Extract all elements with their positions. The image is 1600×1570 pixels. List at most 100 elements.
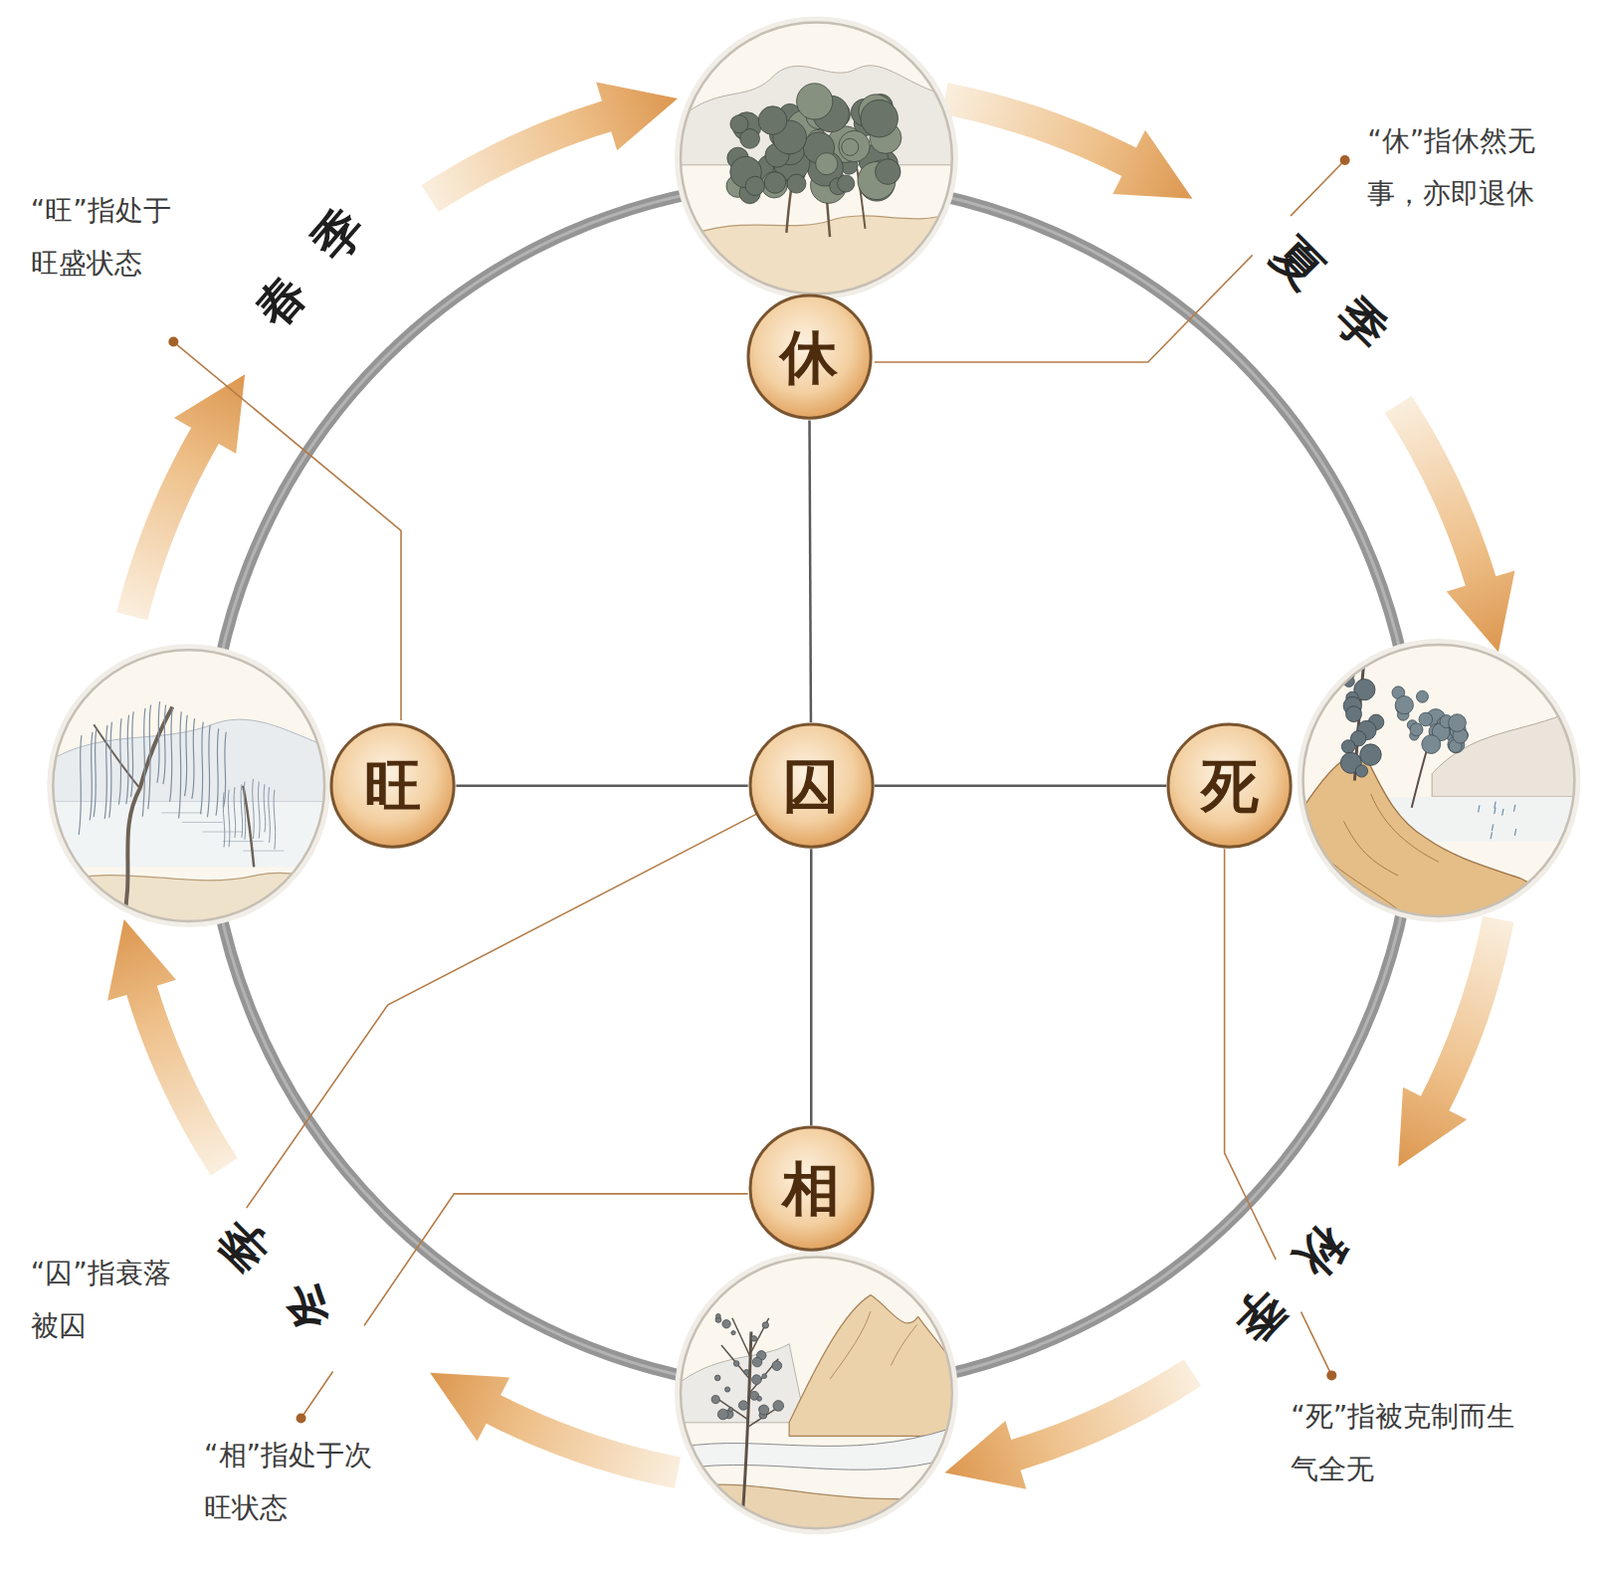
willow-strand bbox=[227, 790, 230, 848]
tree-leaf bbox=[752, 1375, 763, 1386]
leader-line bbox=[173, 342, 401, 721]
willow-strand bbox=[240, 784, 243, 838]
willow-strand bbox=[157, 701, 161, 784]
season-flow-arrow bbox=[420, 81, 678, 212]
label-anchor: “囚”指衰落 被囚 bbox=[30, 1246, 177, 1353]
tree-foliage bbox=[787, 174, 806, 194]
leader-line bbox=[301, 1194, 749, 1419]
season-flow-arrow bbox=[1398, 916, 1514, 1168]
tree-foliage bbox=[1346, 706, 1363, 723]
willow-strand bbox=[163, 704, 167, 785]
connector-line bbox=[874, 784, 1167, 788]
landscape-picture bbox=[46, 643, 331, 928]
tree-leaf bbox=[731, 1330, 736, 1335]
label-anchor: “死”指被克制而生 气全无 bbox=[1290, 1390, 1520, 1496]
tree-leaf bbox=[717, 1408, 729, 1420]
tree-leaf bbox=[711, 1396, 720, 1404]
picture-scale bbox=[1303, 644, 1576, 917]
picture-scale bbox=[52, 649, 325, 922]
tree-foliage bbox=[764, 172, 786, 194]
rain-dash bbox=[1513, 804, 1515, 812]
picture-content bbox=[680, 22, 953, 295]
willow-strand bbox=[179, 711, 183, 818]
phase-character: 囚 bbox=[782, 757, 840, 815]
willow-strand bbox=[206, 725, 210, 817]
picture-scale bbox=[680, 1256, 953, 1529]
picture-halo bbox=[674, 16, 959, 301]
picture-content bbox=[1303, 644, 1576, 917]
tree-leaf bbox=[733, 1361, 740, 1368]
season-flow-arrow bbox=[941, 82, 1193, 199]
season-flow-arrow bbox=[1385, 396, 1516, 653]
tree-foliage bbox=[1418, 712, 1433, 727]
picture-paper bbox=[1303, 644, 1576, 917]
rock-cliff bbox=[1303, 756, 1576, 917]
willow-strand bbox=[215, 728, 219, 815]
tree-leaf bbox=[715, 1313, 721, 1319]
tree-foliage bbox=[1415, 690, 1428, 703]
landscape-picture bbox=[674, 16, 959, 301]
landscape-picture bbox=[674, 1250, 959, 1535]
connector-line bbox=[809, 419, 811, 723]
picture-paper bbox=[52, 649, 325, 922]
distant-mountain bbox=[1431, 710, 1575, 798]
season-flow-arrow bbox=[107, 919, 238, 1177]
tree-leaf bbox=[738, 1400, 748, 1410]
willow-strand bbox=[130, 711, 134, 798]
label-anchor: “相”指处于次 旺状态 bbox=[203, 1428, 378, 1535]
circle-shape bbox=[1168, 724, 1291, 847]
distant-mountain bbox=[680, 65, 953, 166]
tree-foliage bbox=[1341, 658, 1354, 671]
tree-leaf bbox=[714, 1375, 721, 1382]
willow-strand bbox=[200, 722, 204, 815]
rain-dash bbox=[1490, 831, 1492, 839]
willow-strand bbox=[185, 715, 189, 797]
tree-foliage bbox=[758, 106, 788, 136]
river bbox=[680, 1427, 953, 1470]
picture-border bbox=[52, 649, 325, 922]
tree-foliage bbox=[1355, 765, 1368, 778]
phase-circle: 囚 bbox=[748, 722, 875, 849]
phase-circle: 休 bbox=[746, 293, 873, 420]
distant-hill bbox=[52, 719, 325, 802]
leader-dot bbox=[296, 1412, 307, 1423]
phase-circle: 旺 bbox=[329, 722, 456, 849]
connector-line bbox=[455, 784, 748, 788]
tree-foliage bbox=[838, 130, 870, 162]
willow-strand bbox=[170, 708, 174, 802]
circle-shape bbox=[750, 724, 873, 847]
willow-strand bbox=[233, 787, 236, 838]
willow-strand bbox=[89, 732, 93, 821]
rock-texture bbox=[1323, 794, 1439, 910]
rain-dash bbox=[1491, 823, 1493, 831]
tree-foliage bbox=[1341, 740, 1355, 754]
callout-note: “相”指处于次 旺状态 bbox=[203, 1428, 378, 1535]
willow-strand bbox=[118, 718, 122, 804]
rain-dash bbox=[1478, 804, 1480, 812]
tree-foliage bbox=[1409, 723, 1423, 737]
willow-strand bbox=[263, 784, 266, 832]
willow-strand bbox=[273, 790, 276, 850]
leader-dot bbox=[1326, 1370, 1337, 1381]
willow-strand bbox=[126, 715, 130, 804]
ground-bank bbox=[52, 872, 325, 922]
rain-dash bbox=[1502, 808, 1504, 816]
mountain-texture bbox=[829, 1311, 917, 1380]
willow-strand bbox=[192, 718, 196, 800]
callout-note: “旺”指处于 旺盛状态 bbox=[30, 184, 177, 290]
tree-foliage bbox=[797, 83, 833, 120]
willow-strand bbox=[142, 708, 146, 817]
picture-content bbox=[52, 649, 325, 922]
willow-strand bbox=[109, 722, 113, 818]
tree-foliage bbox=[1421, 735, 1441, 755]
tree-leaf bbox=[752, 1357, 763, 1368]
phase-character: 旺 bbox=[364, 757, 422, 815]
season-ring bbox=[206, 182, 1415, 1391]
willow-strand bbox=[104, 725, 108, 819]
callout-note: “死”指被克制而生 气全无 bbox=[1290, 1390, 1520, 1496]
willow-strand bbox=[252, 779, 255, 839]
rain-dash bbox=[1514, 828, 1516, 836]
label-anchor: “休”指休然无 事，亦即退休 bbox=[1367, 114, 1543, 220]
phase-circle: 死 bbox=[1166, 722, 1293, 849]
picture-border bbox=[1303, 644, 1576, 917]
